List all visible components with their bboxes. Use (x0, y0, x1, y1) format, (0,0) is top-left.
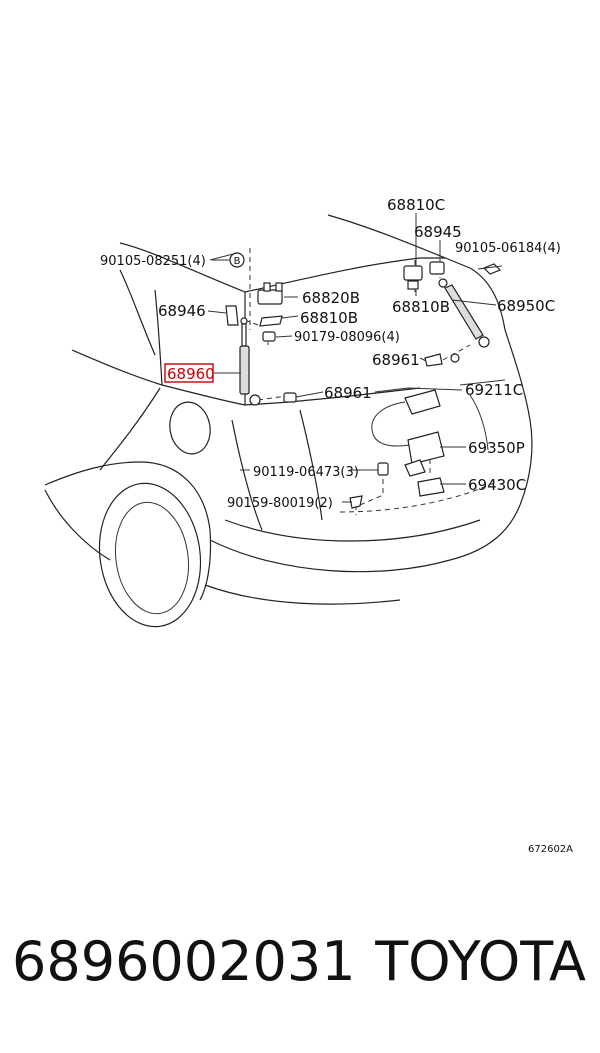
cable (371, 401, 411, 447)
stay-rod (241, 323, 247, 347)
stay-right-rod (444, 284, 484, 340)
striker-69430c (417, 477, 445, 497)
stay-end-bottom (249, 394, 261, 406)
bushing-68961-upper (424, 353, 443, 367)
label-68961-upper[interactable]: 68961 (372, 351, 420, 369)
label-68810b-left[interactable]: 68810B (300, 309, 358, 327)
label-90119-06473[interactable]: 90119-06473(3) (253, 465, 359, 480)
label-68950c[interactable]: 68950C (497, 297, 555, 315)
shim-68810b-left (259, 315, 283, 327)
bolt-90119 (377, 462, 389, 476)
nut-90179 (262, 331, 276, 342)
label-90179-08096[interactable]: 90179-08096(4) (294, 330, 400, 345)
label-69430c[interactable]: 69430C (468, 476, 526, 494)
label-69350p[interactable]: 69350P (468, 439, 525, 457)
label-68961-lower[interactable]: 68961 (324, 384, 372, 402)
handle-69211c (404, 389, 441, 415)
label-90105-08251[interactable]: 90105-08251(4) (100, 254, 206, 269)
stay-right-top (438, 278, 448, 288)
car-body-outline (44, 214, 533, 628)
circle-b-text: B (234, 256, 241, 267)
footer: 6896002031 TOYOTA (0, 930, 600, 1010)
label-68820b[interactable]: 68820B (302, 289, 360, 307)
label-68810c[interactable]: 68810C (387, 196, 445, 214)
bushing-68961-lower (283, 392, 297, 403)
bracket-68946 (225, 305, 239, 326)
hinge-bolt (263, 282, 271, 292)
screw-90159 (349, 495, 363, 509)
bolt-90105-06184 (482, 263, 502, 275)
brand-name: TOYOTA (375, 930, 586, 993)
label-90159-80019[interactable]: 90159-80019(2) (227, 496, 333, 511)
part-number: 6896002031 (12, 930, 356, 993)
label-68960[interactable]: 68960 (167, 365, 215, 383)
label-69211c[interactable]: 69211C (465, 381, 523, 399)
part-labels: 68810C 68945 90105-06184(4) 90105-08251(… (100, 196, 561, 511)
stay-right-bottom (478, 336, 490, 348)
hinge-68820b (257, 289, 283, 305)
lock-69350p-arm (404, 459, 426, 477)
leader-lines (207, 213, 503, 503)
figure-id: 672602A (528, 844, 573, 855)
hinge-68810c-base (407, 280, 419, 290)
lock-69350p (407, 431, 445, 465)
parts-diagram: B (44, 196, 573, 855)
stay-cylinder (239, 345, 250, 395)
bushing-68961-upper-cap (450, 353, 460, 363)
label-68946[interactable]: 68946 (158, 302, 206, 320)
label-90105-06184[interactable]: 90105-06184(4) (455, 241, 561, 256)
hinge-bolt (275, 282, 283, 292)
label-68810b-right[interactable]: 68810B (392, 298, 450, 316)
clip-68945 (429, 261, 445, 275)
stay-end-top (240, 317, 248, 325)
highlight-box-68960 (164, 363, 214, 383)
part-glyphs: B (225, 252, 502, 509)
hinge-68810c (403, 265, 423, 281)
label-68945[interactable]: 68945 (414, 223, 462, 241)
